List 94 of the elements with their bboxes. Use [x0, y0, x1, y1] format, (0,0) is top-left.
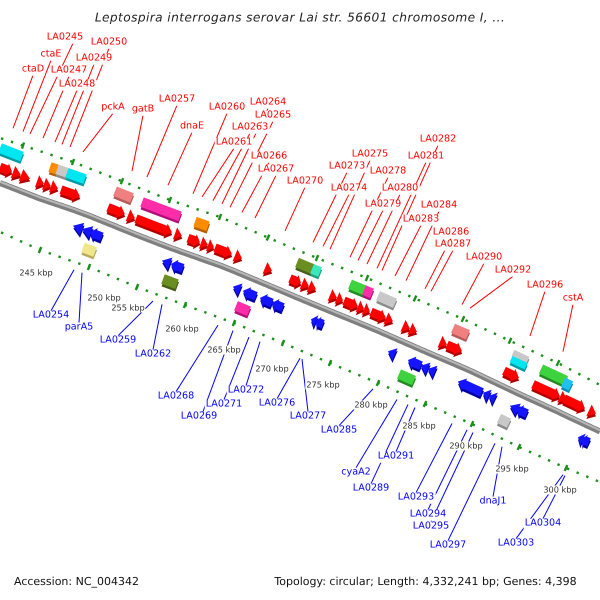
gene-label: LA0283 — [402, 214, 440, 226]
gene-label: LA0281 — [406, 152, 446, 162]
gene-label: LA0264 — [248, 98, 288, 108]
leader-line — [276, 358, 300, 400]
gene-label: LA0267 — [256, 164, 296, 176]
leader-line — [356, 399, 398, 468]
leader-line — [284, 186, 306, 232]
leader-line — [118, 300, 154, 336]
map-title: Leptospira interrogans serovar Lai str. 56601 chromosome I, ... — [94, 11, 506, 25]
gene-label: LA0292 — [494, 266, 532, 276]
leader-line — [254, 174, 276, 218]
leader-line — [82, 112, 114, 152]
scale-label: 275 kbp — [305, 380, 341, 390]
scale-label: 300 kbp — [542, 486, 578, 495]
leader-line — [168, 132, 192, 186]
scale-label: 290 kbp — [448, 442, 484, 451]
gene-label: ctaD — [20, 64, 46, 76]
scale-label: 265 kbp — [206, 346, 242, 355]
gene-label: LA0261 — [214, 138, 254, 148]
leader-line — [12, 74, 34, 129]
leader-line — [416, 423, 452, 494]
gene-label: gatB — [130, 104, 156, 116]
gene-label: LA0282 — [418, 134, 458, 146]
leader-line — [50, 269, 74, 312]
leader-line — [448, 442, 496, 542]
leader-line — [430, 250, 454, 292]
leader-line — [302, 358, 308, 412]
gene-label: LA0284 — [420, 200, 458, 212]
scale-label: 280 kbp — [353, 400, 389, 410]
gene-label: LA0247 — [50, 66, 88, 76]
gene-label: LA0272 — [226, 386, 266, 396]
gene-label: pckA — [100, 102, 126, 114]
leader-line — [146, 104, 178, 178]
gene-label: LA0245 — [46, 32, 84, 44]
gene-label: LA0293 — [396, 492, 436, 504]
gene-label: LA0271 — [204, 400, 244, 410]
scale-label: 245 kbp — [18, 268, 54, 278]
gene-label: LA0263 — [230, 122, 270, 134]
leader-line — [78, 272, 82, 324]
leader-line — [192, 112, 228, 194]
gene-label: LA0286 — [432, 228, 470, 238]
leader-line — [530, 290, 546, 336]
gene-label: LA0274 — [330, 184, 368, 194]
leader-line — [376, 162, 426, 269]
gene-label: LA0294 — [408, 510, 448, 520]
leader-line — [152, 304, 162, 350]
leader-line — [462, 262, 484, 306]
gene-label: cstA — [562, 294, 584, 304]
leader-line — [224, 336, 250, 400]
gene-label: LA0290 — [464, 252, 504, 264]
gene-label: LA0273 — [328, 162, 366, 172]
gene-label: LA0270 — [286, 176, 324, 188]
gene-label: dnaE — [178, 122, 206, 132]
scale-label: 260 kbp — [164, 324, 200, 334]
leader-line — [394, 224, 422, 276]
gene-label: parA5 — [64, 322, 94, 334]
leader-line — [22, 60, 52, 132]
gene-label: LA0291 — [376, 452, 416, 462]
leader-line — [562, 304, 574, 352]
leader-line — [358, 210, 384, 261]
gene-label: LA0266 — [250, 152, 288, 162]
genome-summary-text: Topology: circular; Length: 4,332,241 bp; Genes: 4,398 — [274, 576, 577, 588]
gene-label: LA0265 — [254, 110, 292, 122]
scale-label: 250 kbp — [86, 294, 122, 303]
gene-label: LA0287 — [434, 240, 472, 250]
gene-label: LA0248 — [58, 80, 96, 90]
gene-label: LA0257 — [158, 94, 196, 106]
scale-label: 295 kbp — [494, 464, 530, 474]
scale-label: 270 kbp — [254, 364, 290, 373]
gene-label: ctaE — [40, 50, 62, 60]
scale-label: 285 kbp — [401, 422, 437, 431]
gene-label: LA0275 — [350, 150, 390, 160]
gene-label: LA0279 — [364, 200, 402, 210]
gene-label: LA0296 — [526, 280, 564, 292]
gene-label: LA0278 — [368, 166, 408, 178]
leader-line — [246, 341, 260, 386]
gene-label: LA0280 — [380, 184, 420, 194]
leader-line — [132, 114, 144, 172]
leader-line — [370, 404, 408, 484]
leader-line — [62, 64, 94, 145]
gene-label: dnaJ1 — [478, 496, 508, 508]
gene-label: LA0250 — [90, 38, 128, 48]
accession-text: Accession: NC_004342 — [14, 576, 140, 588]
leader-line — [202, 148, 234, 198]
gene-label: LA0260 — [208, 102, 246, 114]
leader-line — [470, 276, 514, 309]
leader-line — [54, 90, 78, 143]
leader-line — [322, 194, 350, 247]
gene-label: LA0304 — [524, 518, 562, 530]
scale-label: 255 kbp — [110, 304, 146, 313]
gene-label: LA0249 — [74, 54, 114, 64]
gene-label: cyaA2 — [340, 468, 372, 478]
leader-line — [30, 42, 74, 134]
leader-line — [176, 324, 218, 392]
